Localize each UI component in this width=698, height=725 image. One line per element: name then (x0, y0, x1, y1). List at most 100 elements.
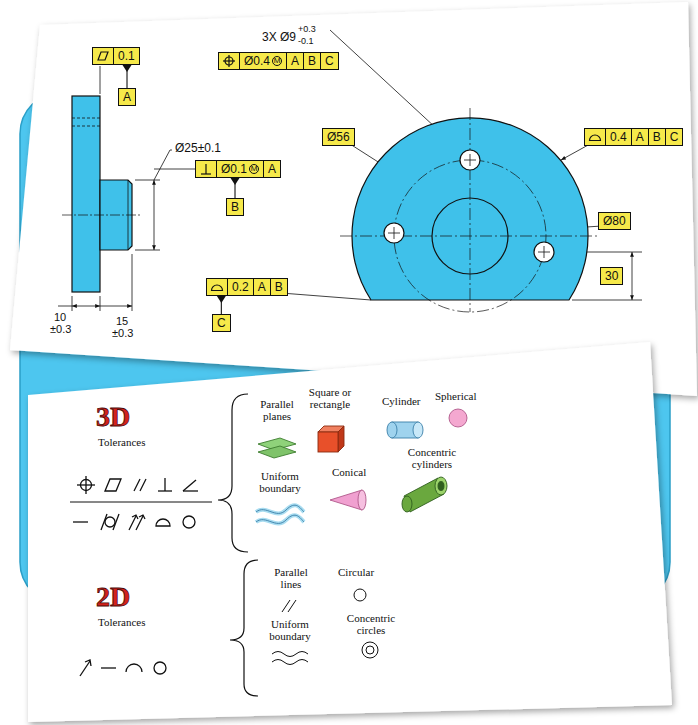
drawing-card (10, 2, 697, 396)
tolerance-zone-pictures (330, 490, 362, 510)
frame-text: B (308, 55, 316, 67)
frame-cell: A (119, 89, 135, 105)
frame-text: Ø80 (603, 215, 626, 227)
feature-control-frame: Ø0.1MA (195, 160, 281, 178)
tolerance-symbol (590, 135, 601, 141)
tolerance-symbol (201, 164, 211, 174)
dimension-lines (100, 306, 132, 307)
frame-text: Ø0.1 (221, 163, 247, 175)
frame-cell: 0.2 (227, 279, 253, 295)
frame-text: Ø0.4 (244, 55, 270, 67)
frame-text: Ø56 (327, 131, 350, 143)
frame-cell: Ø0.4M (239, 53, 286, 69)
dimension-lines (154, 150, 172, 180)
zone-label: Uniform boundary (264, 618, 316, 642)
heading-text: 3D (96, 402, 130, 433)
zone-label: Concentric circles (340, 612, 402, 636)
dimension-text: 3X Ø9 (262, 31, 296, 44)
zone-label: Parallel planes (254, 398, 300, 422)
brace (230, 560, 258, 696)
side-view (72, 126, 100, 127)
front-view (470, 108, 471, 312)
frame-cell: 0.4 (605, 129, 631, 145)
datum-box: B (226, 198, 244, 216)
frame-cell: C (320, 53, 338, 69)
dimension-lines (100, 296, 101, 311)
frame-text: B (231, 201, 239, 213)
tolerance-zone-pictures (256, 505, 304, 513)
frame-text: A (258, 281, 266, 293)
tolerance-symbol (210, 280, 224, 294)
dimension-lines (100, 66, 101, 94)
zone-label: Concentric cylinders (400, 446, 464, 470)
tolerance-zone-pictures (256, 409, 467, 523)
tolerance-zone-pictures-2d (272, 652, 308, 657)
tolerance-zone-pictures (438, 482, 444, 491)
tolerance-symbols-2d (80, 661, 90, 676)
dimension-box: Ø56 (322, 128, 355, 146)
dimension-lines (135, 180, 160, 181)
tolerance-symbol (201, 173, 211, 174)
tolerance-symbols-3d (183, 516, 195, 528)
tolerance-zone-pictures-2d (366, 646, 374, 654)
tolerance-symbols-3d (164, 478, 165, 491)
datum-connector (231, 178, 240, 198)
tolerance-symbols-3d (70, 502, 212, 503)
symbol-cell (585, 129, 605, 145)
heading-subtext: Tolerances (98, 616, 145, 628)
dimension-lines (561, 144, 590, 160)
modifier-symbol: M (272, 56, 282, 66)
frame-cell: 30 (601, 268, 622, 284)
dimension-lines (132, 254, 133, 311)
datum-connector (123, 65, 132, 88)
frame-text: B (653, 131, 661, 143)
heading-text: 2D (96, 582, 130, 613)
tolerance-symbols-3d (158, 490, 172, 491)
tolerance-symbols-3d (140, 479, 146, 491)
hole-cross (388, 154, 550, 258)
tolerance-zone-pictures (256, 515, 304, 523)
zone-label: Conical (332, 466, 366, 478)
tolerance-symbol (205, 164, 206, 174)
tolerance-zone-pictures (435, 477, 447, 495)
bolt-hole (460, 150, 480, 170)
frame-text: 0.4 (610, 131, 627, 143)
tolerance-symbols-3d (70, 476, 212, 530)
tolerance-symbol (212, 285, 223, 291)
brace (218, 394, 248, 552)
bolt-hole (534, 242, 554, 262)
frame-cell: C (665, 129, 683, 145)
frame-cell: A (631, 129, 648, 145)
tolerance-zone-pictures (449, 409, 467, 427)
connectors (123, 65, 240, 314)
datum-box: A (118, 88, 136, 106)
tolerance-zone-pictures (256, 505, 304, 513)
tolerance-zone-pictures (358, 490, 366, 510)
tolerance-symbols-3d (156, 519, 170, 526)
dimension-lines (632, 252, 633, 300)
symbol-cell (219, 53, 239, 69)
tolerance-symbols-3d (105, 517, 115, 527)
datum-triangle (123, 65, 132, 72)
tolerance-text: ±0.3 (112, 327, 133, 339)
dimension-lines (58, 306, 72, 307)
tolerance-zone-pictures (258, 446, 296, 458)
frame-text: 0.1 (118, 50, 135, 62)
tolerance-symbols-3d (183, 480, 196, 491)
tolerance-symbol (96, 49, 110, 63)
frame-text: A (636, 131, 644, 143)
symbol-cell (196, 161, 216, 177)
tolerance-text: ±0.3 (50, 323, 71, 335)
tolerance-symbol (223, 60, 235, 61)
brace (218, 394, 258, 696)
side-view (62, 215, 142, 216)
zone-label: Square or rectangle (302, 386, 358, 410)
tolerance-symbol (98, 52, 108, 60)
frame-cell: Ø0.1M (216, 161, 263, 177)
zone-label: Spherical (435, 390, 477, 402)
tolerance-symbols-2d (80, 660, 166, 676)
tolerance-symbols-3d (73, 521, 88, 522)
frame-text: 30 (605, 270, 618, 282)
tolerance-symbols-3d (139, 515, 145, 519)
frame-text: 0.2 (232, 281, 249, 293)
